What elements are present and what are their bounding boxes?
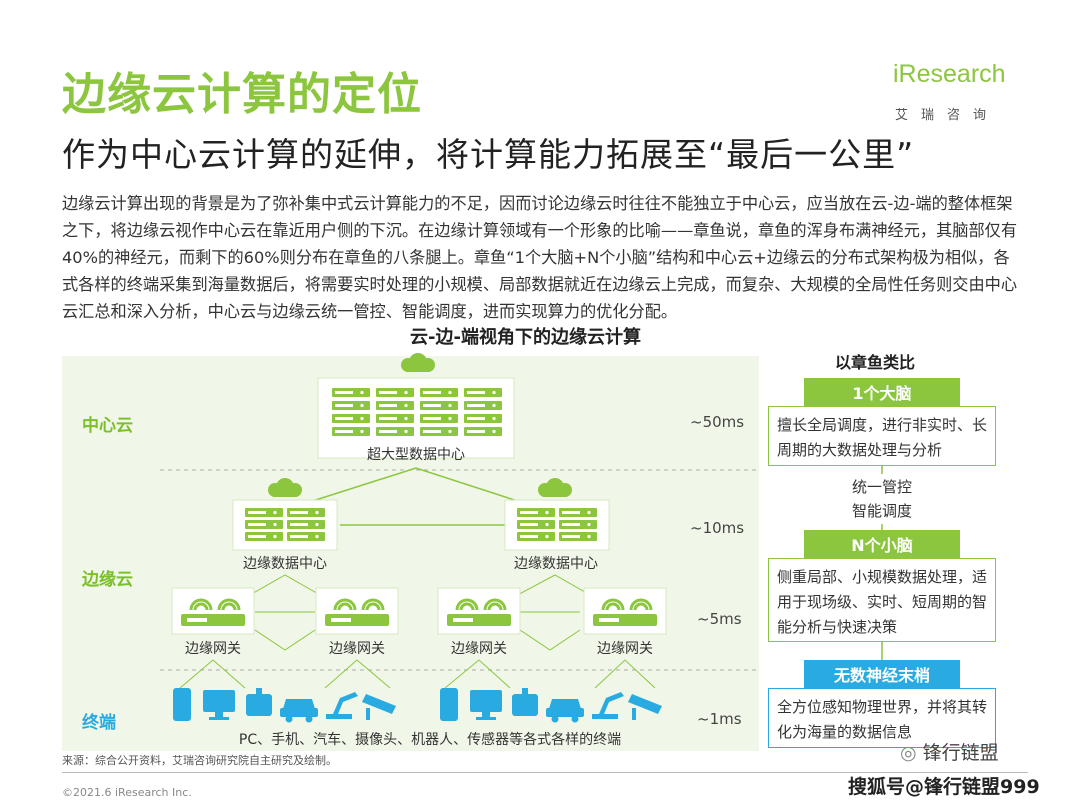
car-icon [280,699,318,723]
tier-terminal-label: 终端 [82,713,116,733]
wechat-icon: ◎ [900,742,923,764]
gateway-icon-4 [583,587,667,635]
gateway-label-4: 边缘网关 [597,641,653,657]
diagram-title: 云-边-端视角下的边缘云计算 [410,327,641,348]
gateway-label-3: 边缘网关 [451,641,507,657]
gateway-icon-3 [437,587,521,635]
edge-dc-label-right: 边缘数据中心 [514,556,598,572]
monitor-icon [470,690,502,720]
car-icon [546,699,584,723]
robot-arm-icon [592,692,624,719]
gateway-icon-1 [171,587,255,635]
iresearch-logo: iResearch 艾瑞咨询 [893,60,1028,123]
body-paragraph: 边缘云计算出现的背景是为了弥补集中式云计算能力的不足，因而讨论边缘云时往往不能独… [62,194,1018,321]
tier-center-label: 中心云 [82,416,133,436]
router-icon [246,688,272,716]
logo-cn: 艾瑞咨询 [895,108,1000,123]
gateway-label-2: 边缘网关 [329,641,385,657]
camera-icon [362,694,396,720]
middle-text-2: 智能调度 [851,502,912,520]
robot-arm-icon [326,692,358,719]
latency-edge-dc: ~10ms [690,519,745,537]
watermark-brand-text: 锋行链盟 [922,742,999,764]
router-icon [512,688,538,716]
gateway-icon-2 [315,587,399,635]
middle-text-bg [818,474,946,524]
latency-terminal: ~1ms [697,710,742,728]
watermark-sohu: 搜狐号@锋行链盟999 [848,776,1040,798]
footer-divider [62,772,1028,773]
big-brain-label: 1个大脑 [804,378,960,410]
small-brain-desc: 侧重局部、小规模数据处理，适用于现场级、实时、短周期的智能分析与快速决策 [768,558,996,642]
center-dc-label: 超大型数据中心 [367,447,465,463]
edge-datacenter-icon-right [504,478,610,551]
big-brain-desc: 擅长全局调度，进行非实时、长周期的大数据处理与分析 [768,406,996,466]
camera-icon [628,694,662,720]
monitor-icon [203,690,235,720]
phone-icon [440,688,458,721]
small-brain-label: N个小脑 [804,530,960,562]
terminals-caption: PC、手机、汽车、摄像头、机器人、传感器等各式各样的终端 [238,732,622,748]
phone-icon [173,688,191,721]
nerve-desc: 全方位感知物理世界，并将其转化为海量的数据信息 [768,688,996,748]
latency-gateway: ~5ms [697,610,742,628]
copyright: ©2021.6 iResearch Inc. [62,786,192,799]
page-title: 边缘云计算的定位 [62,69,422,120]
middle-text-1: 统一管控 [851,478,912,496]
center-datacenter-icon [317,353,515,459]
watermark-brand: ◎ 锋行链盟 [900,738,999,765]
latency-center: ~50ms [690,413,745,431]
edge-dc-label-left: 边缘数据中心 [243,556,327,572]
tier-edge-label: 边缘云 [82,570,133,590]
page-subtitle: 作为中心云计算的延伸，将计算能力拓展至“最后一公里” [62,135,915,174]
logo-word: iResearch [893,60,1006,88]
edge-datacenter-icon-left [232,478,338,551]
nerve-label: 无数神经末梢 [804,660,960,692]
gateway-label-1: 边缘网关 [185,641,241,657]
source-note: 来源：综合公开资料，艾瑞咨询研究院自主研究及绘制。 [62,754,337,767]
analogy-title: 以章鱼类比 [835,353,916,372]
